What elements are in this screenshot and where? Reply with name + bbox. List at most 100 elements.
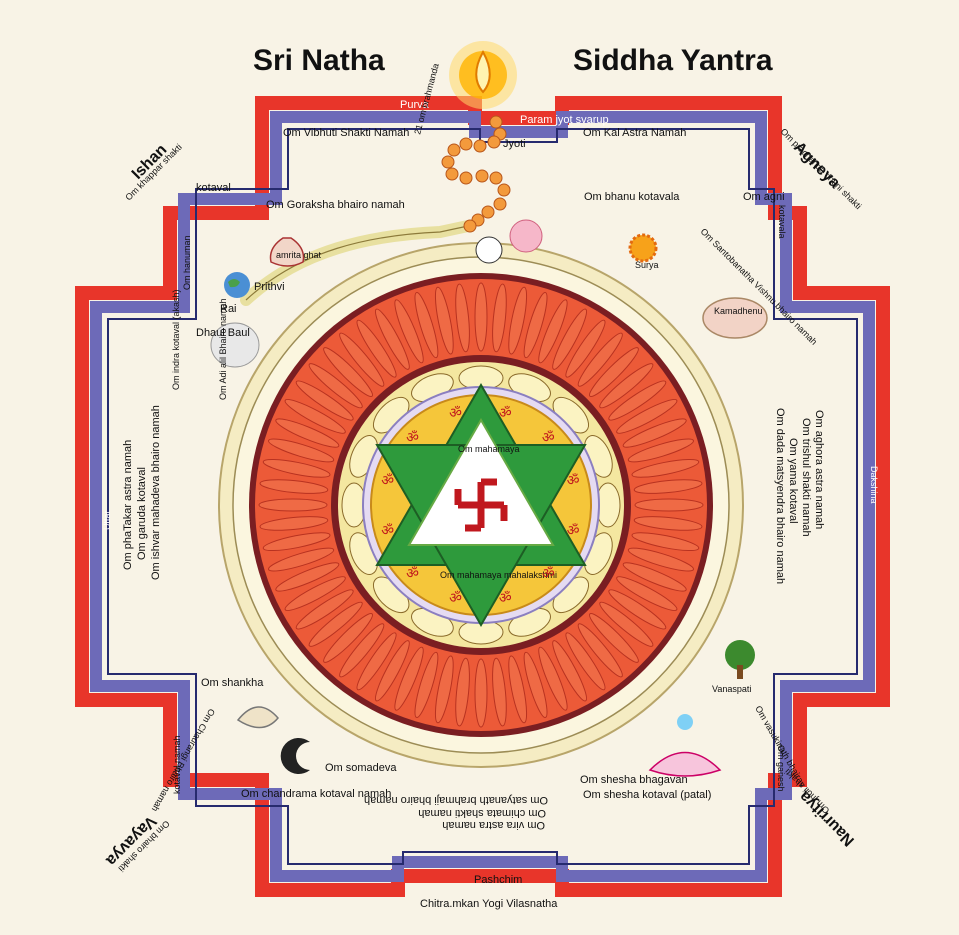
petal [474, 658, 488, 728]
petal [262, 458, 331, 478]
label-param-jyot: Param jyot svarup [520, 114, 609, 126]
petal [616, 398, 678, 434]
cow-icon [210, 322, 260, 368]
petal [608, 589, 667, 630]
petal [455, 657, 470, 727]
label-hanuman: Om hanuman [182, 235, 192, 290]
title-left: Sri Natha [253, 44, 385, 77]
petal [627, 438, 694, 463]
petal [455, 283, 470, 353]
bead [489, 171, 503, 185]
petal [284, 398, 346, 434]
petal [268, 547, 335, 572]
om-glyph: ॐ [406, 566, 419, 582]
petal [275, 562, 340, 592]
petal-ring [258, 282, 704, 728]
bead [459, 137, 473, 151]
label-purva: Purva [400, 99, 430, 111]
bead [441, 155, 455, 169]
petal [631, 532, 700, 552]
om-glyph: ॐ [449, 405, 462, 421]
label-rai: Rai [220, 303, 237, 315]
petal [589, 613, 639, 663]
petal [538, 299, 568, 364]
petal [577, 332, 623, 387]
label-somadeva: Om somadeva [325, 762, 397, 774]
petal [552, 640, 588, 702]
petal [275, 418, 340, 448]
dir-dakshina: Dakshina [869, 466, 879, 504]
title-right: Siddha Yantra [573, 44, 773, 77]
petal [414, 651, 439, 718]
label-agni: Om agni [743, 191, 785, 203]
bhupura-border [75, 96, 890, 897]
petal [492, 657, 507, 727]
petal [634, 498, 704, 512]
pashchim-mantra: Om vira astra namah [442, 819, 545, 831]
earth-globe-icon [224, 272, 250, 298]
dir-uttar: Uttar [102, 510, 112, 530]
uttar-mantra: Om garuda kotaval [136, 467, 148, 560]
om-glyph: ॐ [567, 523, 580, 539]
petal [339, 332, 385, 387]
petal [565, 319, 606, 378]
petal [308, 363, 363, 409]
om-glyph: ॐ [381, 523, 394, 539]
petal [492, 283, 507, 353]
dakshina-mantra: Om trishul shakti namah [800, 418, 812, 537]
bead [489, 115, 503, 129]
pashchim-mantra: Om chimata shakti namah [418, 807, 546, 819]
kamadhenu-icon [702, 297, 768, 339]
bead-chain [441, 115, 511, 233]
bead [493, 197, 507, 211]
petal [474, 282, 488, 352]
label-vanaspati: Vanaspati [712, 684, 751, 694]
petal [259, 516, 329, 531]
petal [339, 623, 385, 678]
petal [577, 623, 623, 678]
dakshina-mantra: Om yama kotaval [787, 438, 799, 524]
bead [475, 169, 489, 183]
inner-lotus [341, 365, 621, 645]
conch-shell-icon [236, 706, 279, 729]
ganesh-icon [509, 219, 543, 253]
petal [599, 363, 654, 409]
om-glyph: ॐ [499, 591, 512, 607]
label-kotaval-right: kotavala [777, 205, 787, 239]
label-vibhuti: Om Vibhuti Shakti Namah [283, 127, 409, 139]
petal [394, 299, 424, 364]
label-bhanu: Om bhanu kotavala [584, 191, 680, 203]
petal [589, 347, 639, 397]
label-amrita: amrita ghat [276, 250, 322, 260]
petal [394, 646, 424, 711]
petal [374, 308, 410, 370]
petal [508, 655, 528, 724]
label-dhaul: Dhaul Baul [196, 327, 250, 339]
label-shesha: Om shesha kotaval (patal) [583, 789, 711, 801]
petal [508, 286, 528, 355]
yantra-rings [218, 242, 744, 768]
surya-icon [628, 233, 658, 263]
petal [374, 640, 410, 702]
lotus-deity-icon [648, 714, 722, 777]
label-kotaval-bl: kotaval namah [172, 735, 182, 794]
bead [473, 139, 487, 153]
petal [434, 286, 454, 355]
label-kamadhenu: Kamadhenu [714, 306, 763, 316]
petal [295, 589, 354, 630]
om-glyph: ॐ [499, 405, 512, 421]
bead [463, 219, 477, 233]
petal [258, 498, 328, 512]
petal [608, 380, 667, 421]
amrita-pot-icon [269, 237, 305, 267]
sun-flame-icon [449, 41, 517, 109]
dakshina-mantra: Om aghora astra namah [813, 410, 825, 529]
petal [356, 632, 397, 691]
label-jyoti: Jyoti [503, 138, 526, 150]
petal [627, 547, 694, 572]
inner-top-text: Om mahamaya [458, 444, 520, 454]
om-glyph: ॐ [406, 430, 419, 446]
label-indra: Om indra kotaval (akash) [171, 289, 181, 390]
crescent-moon-icon [280, 738, 310, 774]
